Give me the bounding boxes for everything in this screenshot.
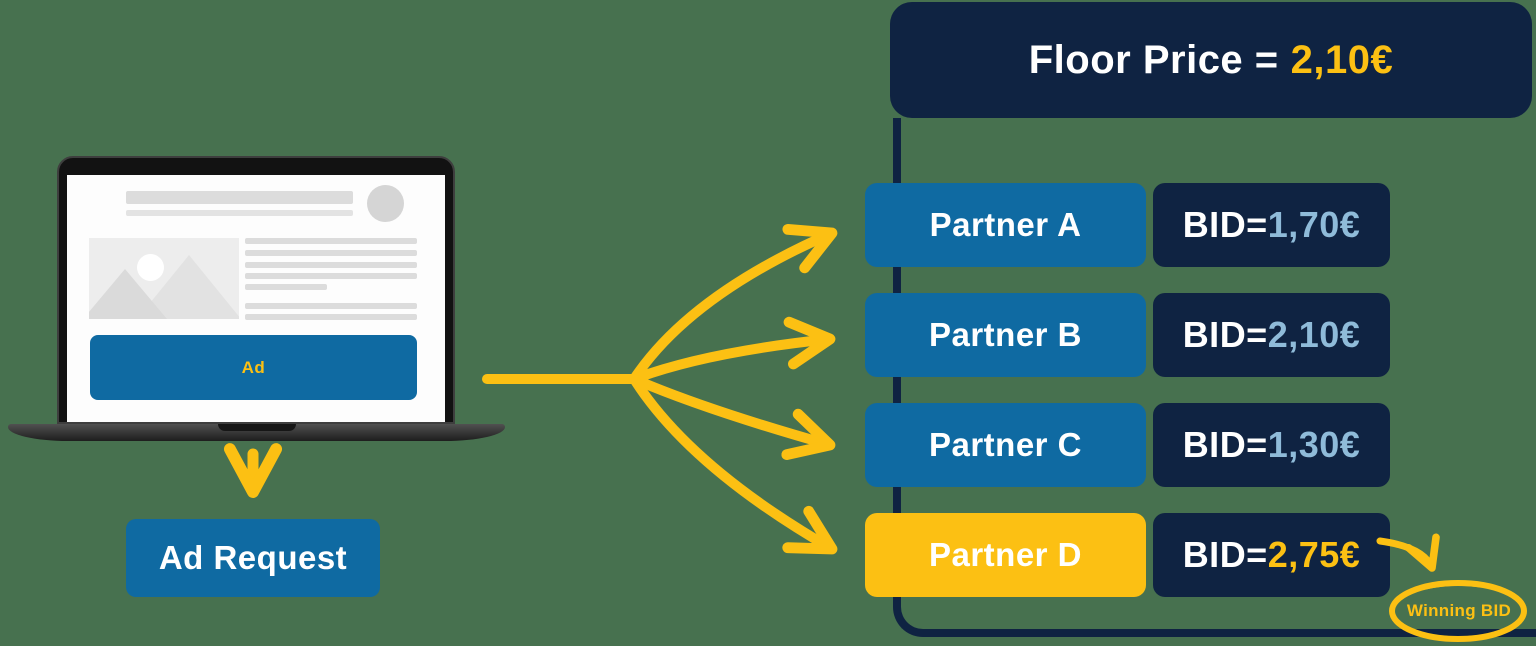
winning-bid-label: Winning BID [1406, 601, 1512, 620]
ad-request-badge: Ad Request [126, 519, 380, 597]
partner-a-box: Partner A [865, 183, 1146, 267]
mock-subheadline-bar [126, 210, 353, 216]
arrow-to-partner-d [629, 374, 838, 555]
partner-row: Partner C BID= 1,30€ [865, 403, 1390, 487]
sun-icon [137, 254, 164, 281]
arrow-to-partner-b [629, 316, 836, 384]
partner-b-bid-box: BID= 2,10€ [1153, 293, 1390, 377]
ad-request-label: Ad Request [158, 539, 348, 576]
laptop-notch [218, 424, 296, 431]
mock-text-line [245, 250, 417, 256]
laptop: Ad [57, 156, 455, 424]
partner-d-bid-box: BID= 2,75€ [1153, 513, 1390, 597]
ad-slot-label: Ad [241, 357, 266, 377]
floor-price-label: Floor Price = [1028, 37, 1279, 82]
partner-c-label: Partner C [928, 426, 1083, 463]
arrow-to-partner-c [629, 374, 836, 461]
partner-c-box: Partner C [865, 403, 1146, 487]
partner-row: Partner A BID= 1,70€ [865, 183, 1390, 267]
mock-text-line [245, 238, 417, 244]
floor-price-value: 2,10€ [1290, 37, 1394, 82]
partner-c-bid-box: BID= 1,30€ [1153, 403, 1390, 487]
partner-b-label: Partner B [928, 316, 1083, 353]
mock-text-line [245, 284, 327, 290]
bid-label: BID= [1182, 424, 1268, 465]
bid-value: 2,75€ [1267, 534, 1361, 575]
bid-label: BID= [1182, 534, 1268, 575]
partner-a-bid-box: BID= 1,70€ [1153, 183, 1390, 267]
webpage-mockup: Ad [67, 175, 445, 422]
mock-text-line [245, 314, 417, 320]
bid-value: 1,30€ [1267, 424, 1361, 465]
ad-slot-banner[interactable]: Ad [90, 335, 417, 400]
bid-value: 1,70€ [1267, 204, 1361, 245]
partner-d-box: Partner D [865, 513, 1146, 597]
mock-headline-bar [126, 191, 353, 204]
avatar [367, 185, 404, 222]
image-placeholder [89, 238, 239, 319]
partner-b-box: Partner B [865, 293, 1146, 377]
laptop-base [8, 424, 505, 441]
auction-container-outline [893, 118, 1536, 637]
bid-value: 2,10€ [1267, 314, 1361, 355]
mock-text-line [245, 303, 417, 309]
partner-d-label: Partner D [928, 536, 1083, 573]
bid-label: BID= [1182, 204, 1268, 245]
partner-a-label: Partner A [929, 206, 1082, 243]
mock-text-line [245, 262, 417, 268]
partner-row: Partner B BID= 2,10€ [865, 293, 1390, 377]
floor-price-header: Floor Price = 2,10€ [890, 2, 1532, 118]
partner-row: Partner D BID= 2,75€ [865, 513, 1390, 597]
mock-text-line [245, 273, 417, 279]
bid-label: BID= [1182, 314, 1268, 355]
arrow-to-partner-a [629, 223, 838, 384]
